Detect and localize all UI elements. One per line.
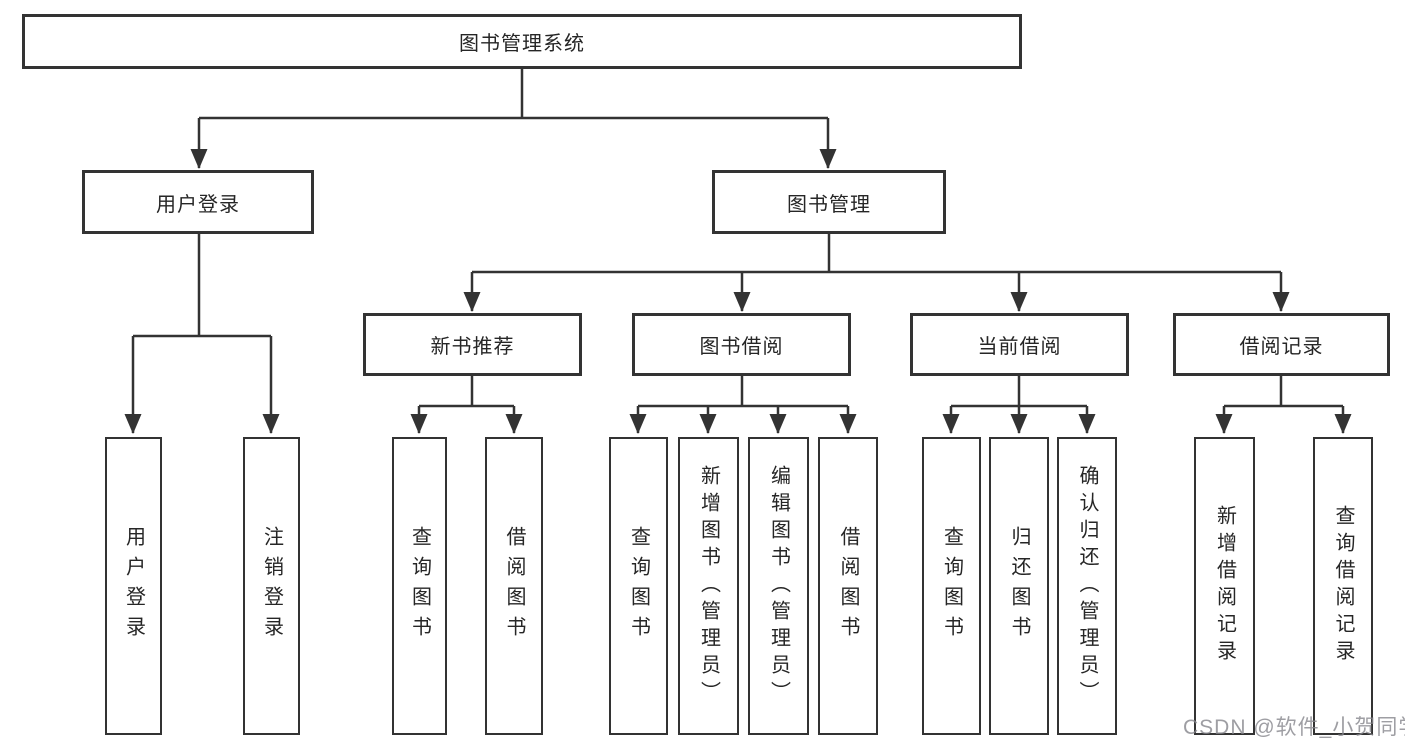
node-leaf-bb-query-label: 查询图书 [627, 526, 650, 646]
node-leaf-login: 用户登录 [105, 437, 162, 735]
node-leaf-cb-query-label: 查询图书 [940, 526, 963, 646]
node-current-borrow-label: 当前借阅 [977, 336, 1062, 358]
node-leaf-br-query: 查询借阅记录 [1313, 437, 1373, 735]
node-leaf-bb-query: 查询图书 [609, 437, 668, 735]
connector-userlogin-split [133, 234, 271, 338]
connector-root-split [199, 69, 828, 120]
node-leaf-cb-confirm: 确认归还（管理员） [1057, 437, 1117, 735]
node-leaf-cb-return-label: 归还图书 [1008, 526, 1030, 646]
node-root-label: 图书管理系统 [459, 33, 585, 55]
node-leaf-br-query-label: 查询借阅记录 [1332, 505, 1354, 667]
connector-borrowrecord-split [1224, 376, 1343, 408]
node-leaf-br-add: 新增借阅记录 [1194, 437, 1255, 735]
connector-newbook-split [419, 376, 514, 408]
node-leaf-bb-edit: 编辑图书（管理员） [748, 437, 809, 735]
node-borrow-record-label: 借阅记录 [1239, 336, 1324, 358]
node-leaf-cb-return: 归还图书 [989, 437, 1049, 735]
node-leaf-bb-edit-label: 编辑图书（管理员） [767, 464, 790, 708]
node-current-borrow: 当前借阅 [910, 313, 1129, 376]
node-leaf-logout: 注销登录 [243, 437, 300, 735]
node-leaf-bb-borrow: 借阅图书 [818, 437, 878, 735]
node-borrow-record: 借阅记录 [1173, 313, 1390, 376]
node-leaf-bb-borrow-label: 借阅图书 [837, 526, 859, 646]
node-new-book: 新书推荐 [363, 313, 582, 376]
connector-bookborrow-split [638, 376, 848, 408]
node-leaf-nb-query-label: 查询图书 [408, 526, 431, 646]
connector-currentborrow-split [951, 376, 1087, 408]
node-book-mgmt: 图书管理 [712, 170, 946, 234]
node-root: 图书管理系统 [22, 14, 1022, 69]
node-leaf-nb-borrow-label: 借阅图书 [503, 526, 525, 646]
node-leaf-cb-confirm-label: 确认归还（管理员） [1076, 464, 1098, 708]
node-user-login: 用户登录 [82, 170, 314, 234]
node-leaf-login-label: 用户登录 [122, 526, 145, 646]
node-leaf-cb-query: 查询图书 [922, 437, 981, 735]
node-user-login-label: 用户登录 [156, 193, 240, 216]
node-book-borrow-label: 图书借阅 [699, 336, 784, 358]
node-leaf-bb-add-label: 新增图书（管理员） [697, 464, 720, 708]
connector-bookmgmt-split [472, 234, 1281, 274]
node-leaf-br-add-label: 新增借阅记录 [1213, 505, 1236, 667]
node-leaf-nb-query: 查询图书 [392, 437, 447, 735]
node-leaf-logout-label: 注销登录 [260, 526, 283, 646]
node-leaf-bb-add: 新增图书（管理员） [678, 437, 739, 735]
node-book-borrow: 图书借阅 [632, 313, 851, 376]
watermark: CSDN @软件_小贺同学 [1183, 716, 1405, 739]
node-new-book-label: 新书推荐 [430, 336, 515, 358]
node-book-mgmt-label: 图书管理 [787, 193, 871, 216]
node-leaf-nb-borrow: 借阅图书 [485, 437, 543, 735]
